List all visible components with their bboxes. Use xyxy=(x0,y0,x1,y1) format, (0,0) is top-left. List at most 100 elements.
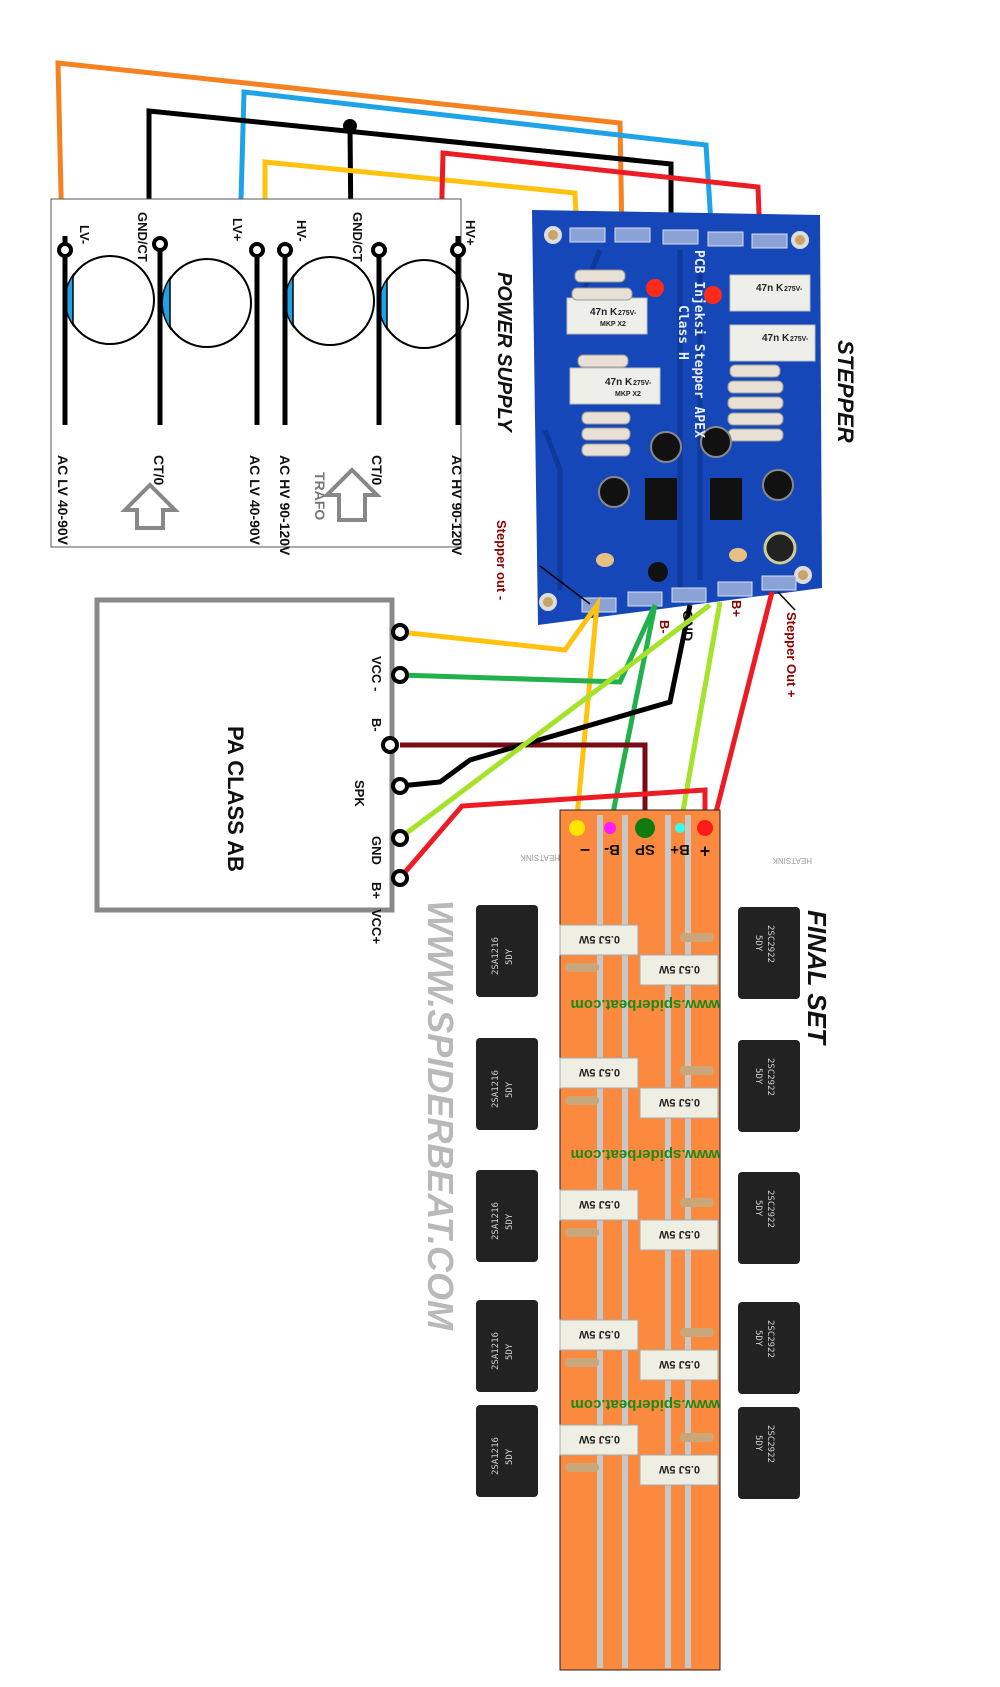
label-ac-lv-2: AC LV 40-90V xyxy=(247,455,263,546)
mkp-capacitors: 47n K 275V- MKP X2 47n K 275V- MKP X2 47… xyxy=(566,274,816,405)
npn-transistor xyxy=(738,1407,800,1499)
label-lv-plus: LV+ xyxy=(230,218,245,242)
wire-orange-lv-minus xyxy=(55,60,625,239)
emitter-resistor xyxy=(559,1189,639,1221)
transistor-grade: 5DY xyxy=(753,935,763,952)
rail-dot-plus xyxy=(697,820,713,836)
wire-lime-b-plus-pa xyxy=(398,603,712,840)
rail-label-b-minus: B- xyxy=(604,841,620,858)
wire-blue-lv-plus xyxy=(237,89,715,241)
cap-type: MKP X2 xyxy=(615,391,641,398)
transistor-grade: 5DY xyxy=(753,1330,763,1347)
npn-part-number: 2SC2922 xyxy=(765,1425,775,1463)
rail-label-sp: SP xyxy=(635,841,655,858)
power-supply-title: POWER SUPPLY xyxy=(493,272,515,433)
terminal-lv-minus xyxy=(57,242,73,258)
output-wires xyxy=(398,591,775,880)
resistor-value: 0.5J 5W xyxy=(658,1358,700,1370)
board-subtitle: Class H xyxy=(675,305,690,360)
wire-red-hv-plus xyxy=(438,150,763,241)
resistor-value: 0.5J 5W xyxy=(578,1433,620,1445)
transformer-panel: LV- GND/CT LV+ HV- GND/CT HV+ AC LV 40-9… xyxy=(50,198,478,556)
transformer-terminals xyxy=(57,236,466,258)
transistor-grade: 5DY xyxy=(505,1213,515,1230)
arrow-up-icon xyxy=(322,467,382,522)
input-headers xyxy=(569,227,788,249)
pnp-transistor xyxy=(476,905,538,997)
pnp-part-number: 2SA1216 xyxy=(491,1070,501,1108)
base-resistor xyxy=(565,1463,599,1472)
leader-line xyxy=(777,591,796,611)
pnp-part-number: 2SA1216 xyxy=(491,1437,501,1475)
rail-dot-b-minus xyxy=(604,822,616,834)
led-icon xyxy=(646,279,664,297)
electrolytic-caps xyxy=(598,426,797,565)
label-stepper-out-plus: Stepper Out + xyxy=(784,612,799,698)
board-title: PCB Injeksi Stepper APEX xyxy=(691,250,706,438)
label-ac-hv-1: AC HV 90-120V xyxy=(277,455,293,556)
emitter-resistor xyxy=(639,1454,719,1486)
transistor-to92 xyxy=(648,562,668,582)
wire-maroon-spk xyxy=(400,742,648,828)
transistor-grade: 5DY xyxy=(505,1448,515,1465)
terminal-gnd-ct-1 xyxy=(152,236,168,252)
cap-label: 47n K xyxy=(590,307,618,318)
base-resistor xyxy=(565,1228,599,1237)
rail-dot-b-plus xyxy=(675,823,685,833)
cap-rating: 275V- xyxy=(790,336,809,343)
pnp-part-number: 2SA1216 xyxy=(491,1332,501,1370)
transistor-grade: 5DY xyxy=(753,1068,763,1085)
terminal-gnd-ct-2 xyxy=(371,242,387,258)
wire-black-gnd xyxy=(146,108,674,240)
resistor-value: 0.5J 5W xyxy=(658,1463,700,1475)
resistor-value: 0.5J 5W xyxy=(578,1328,620,1340)
cap-label: 47n K xyxy=(756,283,784,294)
website-text: www.spiderbeat.com xyxy=(571,996,721,1013)
transistor-grade: 5DY xyxy=(753,1435,763,1452)
final-set-title: FINAL SET xyxy=(802,910,832,1046)
emitter-resistor xyxy=(639,1349,719,1381)
base-resistor xyxy=(680,1328,714,1337)
heatsink-label: HEATSINK xyxy=(772,856,812,865)
stepper-title: STEPPER xyxy=(833,340,858,443)
stepper-pcb: 47n K 275V- MKP X2 47n K 275V- MKP X2 47… xyxy=(493,210,822,625)
label-gnd-ct-1: GND/CT xyxy=(135,212,150,262)
terminal-hv-plus xyxy=(450,242,466,258)
emitter-resistor xyxy=(559,1319,639,1351)
terminal-label-vcc-minus: VCC - xyxy=(369,656,384,691)
wire-green-b-minus-heatsink xyxy=(607,604,658,829)
label-b-plus: B+ xyxy=(729,600,744,617)
label-ac-lv-1: AC LV 40-90V xyxy=(55,455,71,546)
base-resistor xyxy=(680,1066,714,1075)
pa-class-ab-panel: PA CLASS AB VCC - B- SPK GND B+ VCC+ xyxy=(94,597,395,944)
led-icon xyxy=(704,286,722,304)
emitter-resistor xyxy=(559,1424,639,1456)
heatsink-label: HEATSINK xyxy=(520,853,560,862)
transistor-grade: 5DY xyxy=(505,1343,515,1360)
website-text: www.spiderbeat.com xyxy=(571,1396,721,1413)
label-gnd-ct-2: GND/CT xyxy=(350,212,365,262)
base-resistor xyxy=(680,933,714,942)
pnp-part-number: 2SA1216 xyxy=(491,937,501,975)
label-lv-minus: LV- xyxy=(77,225,92,244)
resistor-value: 0.5J 5W xyxy=(658,1228,700,1240)
leader-line xyxy=(539,565,591,605)
emitter-resistor xyxy=(559,924,639,956)
transistor-grade: 5DY xyxy=(753,1200,763,1217)
wire-red-stepper-out-plus xyxy=(709,591,775,829)
label-stepper-out-minus: Stepper out - xyxy=(494,520,509,600)
terminal-label-vcc-plus: VCC+ xyxy=(369,909,384,944)
terminal-label-b-plus: B+ xyxy=(369,882,384,899)
npn-transistor xyxy=(738,1172,800,1264)
terminal-label-b-minus: B- xyxy=(369,718,384,732)
ceramic-cap xyxy=(729,548,747,562)
ic-chip xyxy=(710,478,742,520)
npn-part-number: 2SC2922 xyxy=(765,1058,775,1096)
watermark: WWW.SPIDERBEAT.COM xyxy=(420,900,461,1331)
label-ct0-1: CT/0 xyxy=(151,455,167,486)
pnp-part-number: 2SA1216 xyxy=(491,1202,501,1240)
terminal-label-spk: SPK xyxy=(352,780,367,807)
ceramic-cap xyxy=(596,553,614,567)
pnp-transistor xyxy=(476,1170,538,1262)
